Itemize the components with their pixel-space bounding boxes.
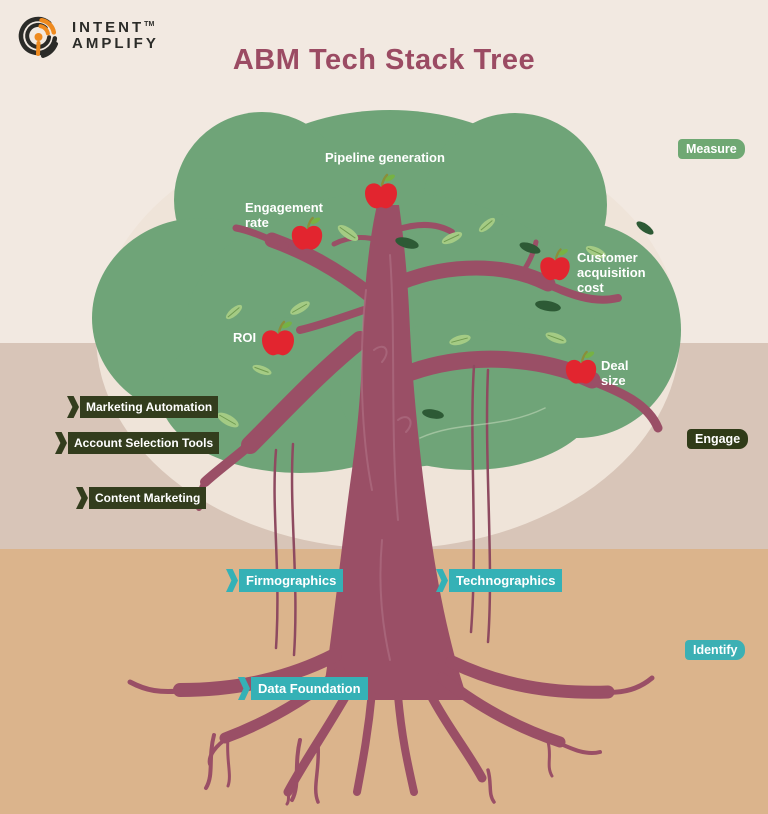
bark-texture	[360, 254, 412, 661]
fruit-label-customer-acquisition-cost: Customer acquisition cost	[577, 250, 646, 296]
stage-tag-identify: Identify	[685, 640, 746, 660]
chevron-right-icon	[436, 569, 448, 592]
tree-roots	[127, 648, 655, 806]
fruit-label-deal-size: Deal size	[601, 358, 629, 389]
hanging-vines	[273, 364, 492, 657]
logo-line1: INTENT	[72, 18, 145, 36]
tree-branches	[195, 222, 663, 511]
ribbon-data-foundation: Data Foundation	[238, 677, 368, 700]
tree-canopy	[92, 110, 681, 473]
intent-amplify-logo-icon	[18, 16, 58, 58]
logo-wordmark: INTENTTM AMPLIFY	[72, 18, 159, 53]
ribbon-label: Marketing Automation	[80, 396, 219, 418]
ribbon-firmographics: Firmographics	[226, 569, 344, 592]
chevron-right-icon	[76, 487, 88, 509]
chevron-right-icon	[226, 569, 238, 592]
ribbon-marketing-automation: Marketing Automation	[67, 396, 219, 418]
ribbon-label: Data Foundation	[251, 677, 368, 700]
fruit-label-roi: ROI	[233, 330, 257, 345]
chevron-right-icon	[238, 677, 250, 700]
chevron-right-icon	[55, 432, 67, 454]
fruit-label-pipeline-generation: Pipeline generation	[325, 150, 445, 165]
ribbon-label: Firmographics	[239, 569, 344, 592]
ribbon-label: Technographics	[449, 569, 563, 592]
ribbon-content-marketing: Content Marketing	[76, 487, 207, 509]
fruit-label-engagement-rate: Engagement rate	[245, 200, 324, 231]
ribbon-label: Content Marketing	[89, 487, 207, 509]
ribbon-label: Account Selection Tools	[68, 432, 220, 454]
chevron-right-icon	[67, 396, 79, 418]
trademark-symbol: TM	[144, 20, 155, 28]
page-title: ABM Tech Stack Tree	[232, 44, 536, 76]
stage-tag-engage: Engage	[687, 429, 749, 449]
ribbon-account-selection-tools: Account Selection Tools	[55, 432, 220, 454]
stage-tag-measure: Measure	[678, 139, 745, 159]
brand-logo: INTENTTM AMPLIFY	[12, 8, 159, 64]
logo-line2: AMPLIFY	[72, 35, 159, 52]
leaves	[217, 217, 654, 428]
ribbon-technographics: Technographics	[436, 569, 563, 592]
canopy-squiggle	[419, 407, 546, 439]
